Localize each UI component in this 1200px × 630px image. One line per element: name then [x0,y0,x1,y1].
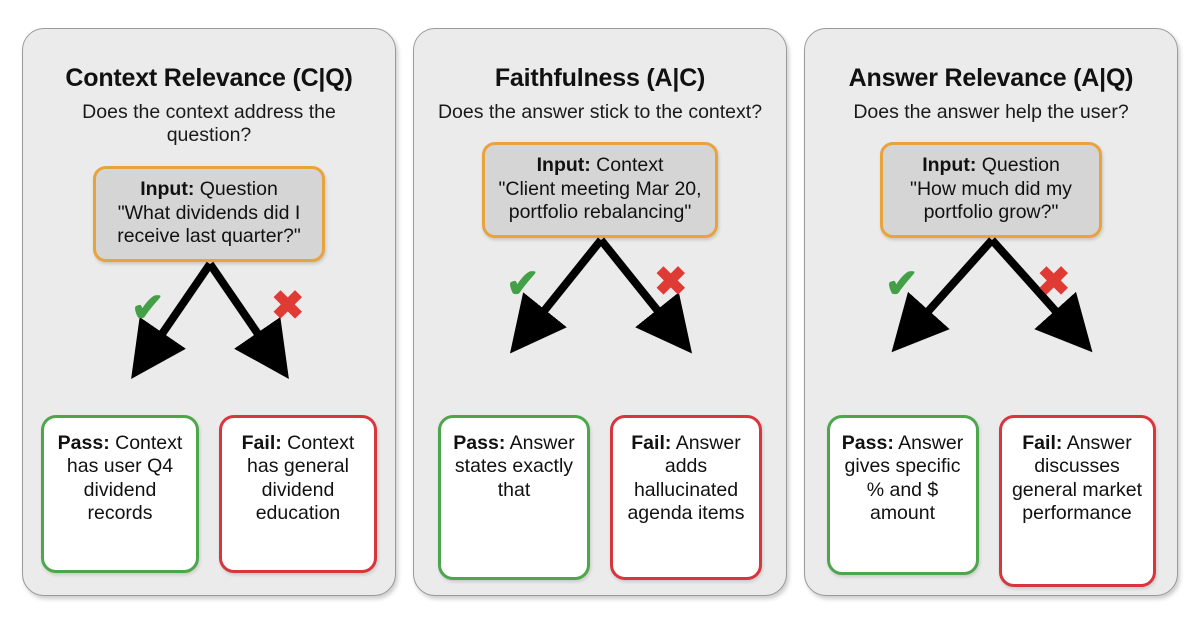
panel-subtitle: Does the answer help the user? [853,100,1129,123]
pass-text: Context has user Q4 dividend records [66,432,183,525]
arrow-band: ✔ ✖ [23,261,395,387]
input-node-wrap: Input: Question "How much did my portfol… [805,142,1177,239]
fail-text: Answer adds hallucinated agenda items [627,432,745,525]
outcome-row: Pass: Context has user Q4 dividend recor… [23,415,395,573]
fail-text: Context has general dividend education [247,432,355,525]
branch-arrows [131,261,289,379]
pass-label: Pass: [841,432,894,454]
pass-label: Pass: [57,432,110,454]
fail-label: Fail: [241,432,282,454]
fail-label: Fail: [1022,432,1063,454]
panel-faithfulness: Faithfulness (A|C) Does the answer stick… [413,28,787,596]
cross-icon: ✖ [1037,260,1071,305]
input-node-wrap: Input: Context "Client meeting Mar 20, p… [414,142,786,239]
pass-text: Answer gives specific % and $ amount [844,432,964,525]
input-label: Input: [922,154,977,177]
cross-icon: ✖ [654,260,688,305]
arrow-to-pass [509,237,605,354]
outcome-row: Pass: Answer gives specific % and $ amou… [805,415,1177,587]
outcome-fail: Fail: Answer adds hallucinated agenda it… [610,415,762,580]
input-node: Input: Question "What dividends did I re… [93,166,325,262]
panel-title: Answer Relevance (A|Q) [848,64,1134,92]
panel-title: Context Relevance (C|Q) [65,64,353,92]
input-node: Input: Context "Client meeting Mar 20, p… [482,142,718,239]
outcome-pass: Pass: Answer states exactly that [438,415,590,580]
arrow-to-fail [206,261,289,379]
panel-subtitle: Does the context address the question? [82,100,336,147]
arrow-band: ✔ ✖ [805,237,1177,363]
check-icon: ✔ [885,262,919,307]
branch-arrows [509,237,693,354]
outcome-row: Pass: Answer states exactly that Fail: A… [414,415,786,580]
outcome-fail: Fail: Answer discusses general market pe… [998,415,1156,587]
input-label: Input: [536,154,591,177]
cross-icon: ✖ [271,283,305,328]
arrow-to-pass [131,261,214,379]
input-label: Input: [140,178,195,201]
arrow-to-fail [989,237,1093,353]
outcome-pass: Pass: Answer gives specific % and $ amou… [826,415,979,575]
check-icon: ✔ [131,285,165,330]
panel-subtitle: Does the answer stick to the context? [437,100,763,123]
panel-title: Faithfulness (A|C) [494,64,706,92]
panel-context-relevance: Context Relevance (C|Q) Does the context… [22,28,396,596]
arrow-band: ✔ ✖ [414,237,786,363]
outcome-fail: Fail: Context has general dividend educa… [219,415,377,573]
input-node: Input: Question "How much did my portfol… [880,142,1102,239]
input-quote: "Client meeting Mar 20, portfolio rebala… [498,177,702,224]
input-kind: Question [976,154,1060,177]
fail-text: Answer discusses general market performa… [1011,432,1143,525]
panel-answer-relevance: Answer Relevance (A|Q) Does the answer h… [804,28,1178,596]
arrow-to-fail [597,237,693,354]
arrow-to-pass [891,237,995,353]
pass-label: Pass: [453,432,506,454]
input-kind: Question [194,178,278,201]
input-quote: "What dividends did I receive last quart… [117,201,301,248]
branch-arrows [891,237,1093,353]
input-kind: Context [590,154,664,177]
input-quote: "How much did my portfolio grow?" [910,177,1072,224]
check-icon: ✔ [506,262,540,307]
pass-text: Answer states exactly that [454,432,575,501]
outcome-pass: Pass: Context has user Q4 dividend recor… [41,415,199,573]
fail-label: Fail: [631,432,672,454]
input-node-wrap: Input: Question "What dividends did I re… [23,166,395,262]
